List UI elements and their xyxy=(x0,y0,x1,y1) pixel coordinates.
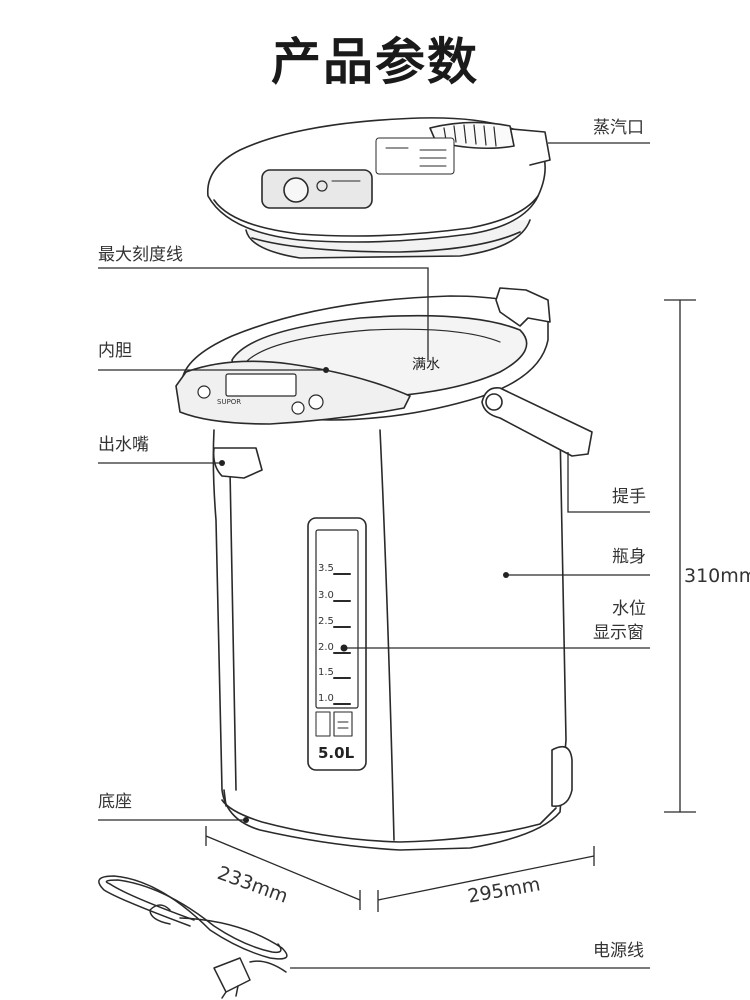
kettle-body-drawing xyxy=(175,287,593,851)
gauge-mark: 2.5 xyxy=(318,616,334,627)
water-gauge: 3.5 3.0 2.5 2.0 1.5 1.0 5.0L xyxy=(318,563,355,762)
label-handle: 提手 xyxy=(612,487,646,507)
label-power-cord: 电源线 xyxy=(593,941,644,961)
gauge-mark: 1.5 xyxy=(318,667,334,678)
label-base: 底座 xyxy=(98,792,132,812)
leader-lines xyxy=(98,142,696,969)
full-water-label: 满水 xyxy=(412,357,440,373)
gauge-mark: 1.0 xyxy=(318,693,334,704)
label-max-line: 最大刻度线 xyxy=(98,245,183,265)
label-inner-pot: 内胆 xyxy=(98,341,132,361)
label-body: 瓶身 xyxy=(612,547,646,567)
power-cord-drawing xyxy=(98,875,288,999)
label-water-window-1: 水位 xyxy=(612,599,646,619)
dimension-height: 310mm xyxy=(684,565,750,587)
leader-dots xyxy=(219,367,509,823)
label-spout: 出水嘴 xyxy=(98,435,149,455)
brand-label: SUPOR xyxy=(217,398,241,406)
page-title: 产品参数 xyxy=(271,33,479,91)
lid xyxy=(207,117,551,259)
capacity-label: 5.0L xyxy=(318,744,355,762)
gauge-mark: 3.5 xyxy=(318,563,334,574)
gauge-mark: 3.0 xyxy=(318,590,334,601)
label-water-window-2: 显示窗 xyxy=(593,623,644,643)
gauge-mark: 2.0 xyxy=(318,642,334,653)
label-steam-vent: 蒸汽口 xyxy=(593,118,644,138)
